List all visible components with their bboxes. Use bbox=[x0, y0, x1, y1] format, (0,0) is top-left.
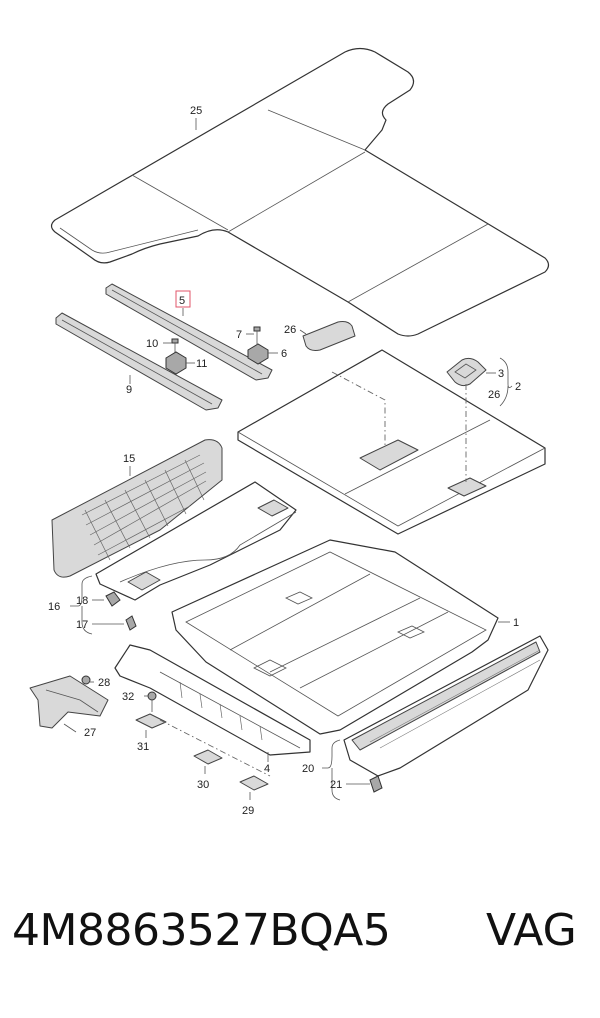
footer: 4M8863527BQA5 VAG bbox=[0, 905, 600, 985]
part-18-clip bbox=[105, 591, 121, 607]
part-31-clip bbox=[135, 713, 167, 729]
callout-26-panel: 26 bbox=[488, 389, 500, 401]
part-29-clip bbox=[239, 775, 269, 791]
callout-5: 5 bbox=[179, 295, 185, 307]
callout-25: 25 bbox=[190, 105, 202, 117]
callout-31: 31 bbox=[137, 741, 149, 753]
callout-27: 27 bbox=[84, 727, 96, 739]
callout-11: 11 bbox=[196, 358, 207, 370]
part-4-cross-member bbox=[114, 644, 311, 756]
part-11-clip bbox=[165, 351, 187, 375]
callout-20: 20 bbox=[302, 763, 314, 775]
callout-6: 6 bbox=[281, 348, 287, 360]
callout-30: 30 bbox=[197, 779, 209, 791]
callout-32: 32 bbox=[122, 691, 134, 703]
part-25-cover-panel bbox=[50, 47, 550, 337]
part-17-clip bbox=[125, 615, 137, 631]
part-26-lid bbox=[302, 321, 356, 351]
part-21-clip bbox=[369, 775, 383, 793]
callout-9: 9 bbox=[126, 384, 132, 396]
callout-7: 7 bbox=[236, 329, 242, 341]
leader-lines bbox=[63, 118, 513, 801]
callout-4: 4 bbox=[264, 763, 270, 775]
callout-1: 1 bbox=[513, 617, 519, 629]
callout-18: 18 bbox=[76, 595, 88, 607]
callout-5-highlight bbox=[175, 290, 191, 308]
part-1-floor-liner bbox=[171, 539, 499, 735]
part-30-clip bbox=[193, 749, 223, 765]
part-6-clip bbox=[247, 343, 269, 365]
callout-16: 16 bbox=[48, 601, 60, 613]
part-32-screw bbox=[147, 691, 157, 712]
part-28-screw bbox=[81, 675, 91, 685]
callout-29: 29 bbox=[242, 805, 254, 817]
part-number: 4M8863527BQA5 bbox=[12, 905, 391, 956]
part-9-rail bbox=[55, 312, 223, 411]
brand-label: VAG bbox=[486, 905, 577, 956]
part-16-side-panel bbox=[95, 481, 297, 601]
part-2-floor-panel bbox=[237, 349, 546, 535]
callout-15: 15 bbox=[123, 453, 135, 465]
part-5-rail bbox=[105, 283, 273, 381]
callout-28: 28 bbox=[98, 677, 110, 689]
callout-26-lid: 26 bbox=[284, 324, 296, 336]
part-7-screw bbox=[253, 326, 261, 345]
callout-17: 17 bbox=[76, 619, 88, 631]
callout-3: 3 bbox=[498, 368, 504, 380]
callout-labels: 25 5 7 10 6 11 9 26 3 2 26 15 16 18 17 1… bbox=[48, 105, 521, 817]
callout-2: 2 bbox=[515, 381, 521, 393]
callout-10: 10 bbox=[146, 338, 158, 350]
part-27-bracket bbox=[29, 675, 109, 729]
parts-exploded-diagram: 25 5 7 10 6 11 9 26 3 2 26 15 16 18 17 1… bbox=[29, 47, 550, 817]
part-20-sill-trim bbox=[343, 635, 549, 777]
part-15-side-trim bbox=[51, 439, 223, 578]
callout-21: 21 bbox=[330, 779, 342, 791]
part-3-handle bbox=[446, 357, 487, 387]
